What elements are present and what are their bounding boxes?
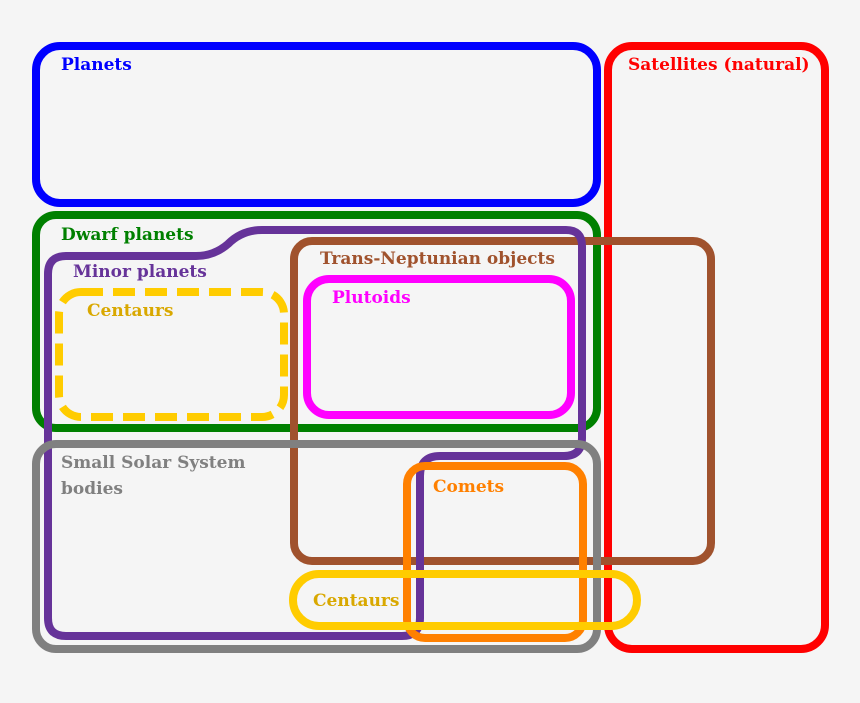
trans-neptunian-label: Trans-Neptunian objects [320,249,555,269]
planets-label: Planets [61,55,132,75]
centaurs-dashed-label: Centaurs [87,301,174,321]
satellites-label: Satellites (natural) [628,55,810,75]
plutoids-label: Plutoids [332,288,411,308]
dwarf-planets-region [32,211,601,432]
trans-neptunian-region [290,237,715,565]
comets-label: Comets [433,477,505,497]
comets-region [403,462,587,642]
satellites-region [604,42,829,653]
centaurs-solid-region [289,570,641,630]
minor-planets-region [44,226,586,640]
minor-planets-label: Minor planets [73,262,207,282]
centaurs-dashed-region [55,288,288,421]
small-bodies-region [32,440,601,653]
centaurs-solid-label: Centaurs [313,591,400,611]
plutoids-region [303,275,575,419]
dwarf-planets-label: Dwarf planets [61,225,194,245]
planets-region [32,42,601,207]
small-bodies-label: Small Solar System bodies [61,453,246,499]
